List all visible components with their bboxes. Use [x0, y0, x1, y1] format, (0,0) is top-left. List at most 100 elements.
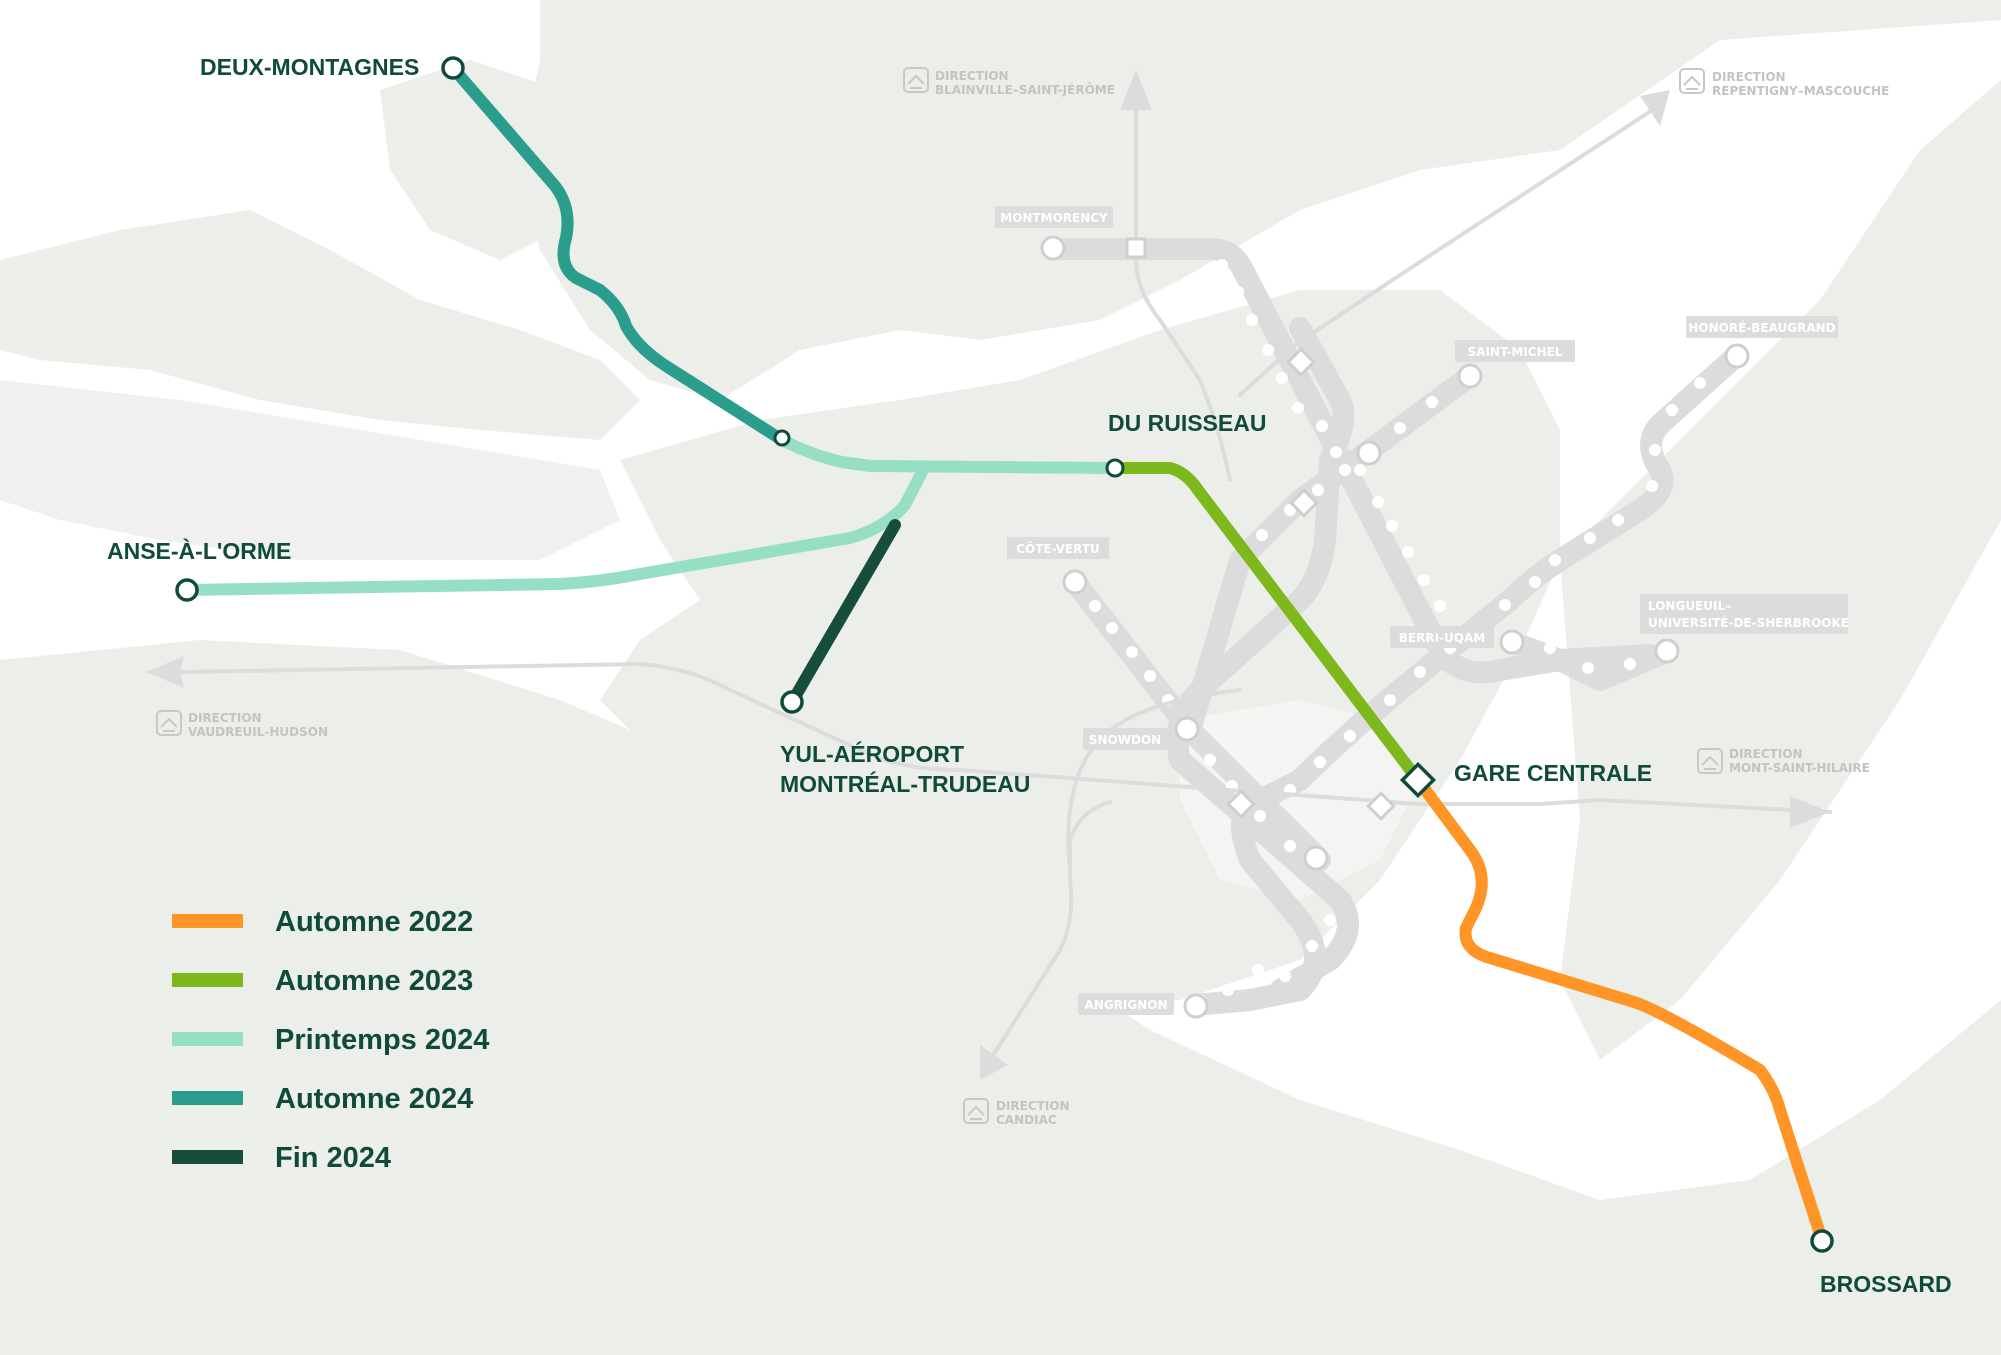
svg-text:ANGRIGNON: ANGRIGNON: [1084, 998, 1167, 1012]
train-icon: [1679, 68, 1705, 94]
station-label-brossard: BROSSARD: [1820, 1271, 1952, 1297]
svg-text:SAINT-MICHEL: SAINT-MICHEL: [1468, 345, 1563, 359]
legend-label: Fin 2024: [275, 1142, 391, 1174]
station-marker-intermediate: [773, 429, 791, 447]
rem-segment-fin-2024: [786, 519, 901, 708]
arrow-east-icon: [1790, 796, 1830, 828]
metro-station-dots: [1089, 259, 1706, 1006]
station-label-deux-montagnes: DEUX-MONTAGNES: [200, 54, 419, 80]
metro-label-angrignon: ANGRIGNON: [1078, 993, 1174, 1015]
svg-text:DIRECTION: DIRECTION: [935, 69, 1009, 83]
legend-swatch: [172, 973, 243, 987]
arrow-northeast-icon: [1640, 90, 1670, 126]
station-marker-gare-centrale: [1399, 761, 1437, 799]
line-to-blainville: [1134, 98, 1232, 482]
legend-item: Automne 2022: [172, 906, 473, 938]
svg-text:MONT-SAINT-HILAIRE: MONT-SAINT-HILAIRE: [1729, 761, 1870, 775]
svg-text:CANDIAC: CANDIAC: [996, 1113, 1057, 1127]
direction-blainville: DIRECTION BLAINVILLE–SAINT-JÉRÔME: [903, 67, 1115, 97]
station-marker-deux-montagnes: [441, 56, 465, 80]
metro-label-longueuil: LONGUEUIL– UNIVERSITÉ-DE-SHERBROOKE: [1640, 594, 1849, 634]
train-icon: [963, 1098, 989, 1124]
metro-terminal-snowdon: [1174, 716, 1200, 742]
transfer-square-3: [1289, 488, 1319, 518]
direction-labels: DIRECTION BLAINVILLE–SAINT-JÉRÔME DIRECT…: [156, 67, 1889, 1127]
legend-swatch: [172, 1091, 243, 1105]
direction-vaudreuil: DIRECTION VAUDREUIL-HUDSON: [156, 710, 328, 739]
metro-terminal-berri-uqam: [1499, 629, 1525, 655]
metro-terminal-montmorency: [1040, 235, 1066, 261]
legend-swatch: [172, 914, 243, 928]
direction-mont-saint-hilaire: DIRECTION MONT-SAINT-HILAIRE: [1697, 747, 1870, 775]
svg-text:CÔTE-VERTU: CÔTE-VERTU: [1016, 541, 1100, 556]
svg-text:DIRECTION: DIRECTION: [1712, 70, 1786, 84]
legend-item: Automne 2024: [172, 1083, 473, 1115]
direction-repentigny: DIRECTION REPENTIGNY–MASCOUCHE: [1679, 68, 1889, 98]
svg-text:MONTMORENCY: MONTMORENCY: [1000, 211, 1108, 225]
rem-lines: [180, 62, 1828, 1246]
metro-label-berri-uqam: BERRI-UQAM: [1390, 626, 1494, 648]
legend-swatch: [172, 1032, 243, 1046]
station-label-yul-line1: YUL-AÉROPORT: [780, 740, 964, 767]
svg-text:UNIVERSITÉ-DE-SHERBROOKE: UNIVERSITÉ-DE-SHERBROOKE: [1648, 615, 1849, 630]
transfer-square-1: [1125, 237, 1147, 259]
metro-labels: MONTMORENCY SAINT-MICHEL HONORÉ-BEAUGRAN…: [995, 206, 1849, 1015]
station-marker-yul: [780, 690, 804, 714]
svg-text:LONGUEUIL–: LONGUEUIL–: [1648, 599, 1731, 613]
train-icon: [156, 710, 182, 736]
metro-terminal-saint-michel: [1457, 363, 1483, 389]
rem-segment-printemps-2024-main: [776, 434, 1121, 474]
line-to-candiac: [988, 800, 1112, 1062]
direction-arrows: [146, 70, 1830, 1080]
metro-label-snowdon: SNOWDON: [1083, 728, 1167, 750]
line-to-repentigny: [1238, 103, 1662, 397]
station-label-anse-a-lorme: ANSE-À-L'ORME: [107, 537, 291, 564]
metro-label-cote-vertu: CÔTE-VERTU: [1007, 537, 1109, 559]
svg-text:BLAINVILLE–SAINT-JÉRÔME: BLAINVILLE–SAINT-JÉRÔME: [935, 82, 1115, 97]
metro-line-green: [1184, 346, 1746, 1016]
arrow-north-icon: [1120, 70, 1152, 110]
metro-label-honore-beaugrand: HONORÉ-BEAUGRAND: [1686, 316, 1838, 338]
svg-text:REPENTIGNY–MASCOUCHE: REPENTIGNY–MASCOUCHE: [1712, 84, 1889, 98]
rem-segment-automne-2023: [1109, 462, 1424, 786]
metro-station-jean-talon: [1356, 440, 1382, 466]
direction-candiac: DIRECTION CANDIAC: [963, 1098, 1070, 1127]
legend-label: Printemps 2024: [275, 1024, 489, 1056]
svg-text:SNOWDON: SNOWDON: [1089, 733, 1161, 747]
svg-text:DIRECTION: DIRECTION: [188, 711, 262, 725]
svg-text:DIRECTION: DIRECTION: [996, 1099, 1070, 1113]
legend-swatch: [172, 1150, 243, 1164]
metro-line-orange-west: [1166, 317, 1359, 1001]
svg-text:BERRI-UQAM: BERRI-UQAM: [1399, 631, 1485, 645]
train-icon: [903, 67, 929, 93]
station-label-du-ruisseau: DU RUISSEAU: [1108, 410, 1266, 436]
rem-segment-automne-2022: [1412, 774, 1828, 1246]
legend-label: Automne 2024: [275, 1083, 473, 1115]
arrow-southwest-icon: [980, 1045, 1008, 1080]
legend-item: Fin 2024: [172, 1142, 391, 1174]
train-icon: [1697, 748, 1723, 774]
metro-label-saint-michel: SAINT-MICHEL: [1455, 340, 1575, 362]
station-marker-brossard: [1810, 1229, 1834, 1253]
station-label-yul-line2: MONTRÉAL-TRUDEAU: [780, 770, 1030, 797]
legend-item: Automne 2023: [172, 965, 473, 997]
metro-station-lionel-groulx: [1303, 845, 1329, 871]
transfer-square-5: [1366, 791, 1396, 821]
legend-label: Automne 2023: [275, 965, 473, 997]
station-marker-anse-a-lorme: [175, 578, 199, 602]
metro-terminal-honore-beaugrand: [1724, 343, 1750, 369]
line-to-vaudreuil: [178, 661, 1420, 806]
metro-terminal-angrignon: [1183, 993, 1209, 1019]
metro-terminals: [1040, 235, 1750, 1019]
metro-terminal-cote-vertu: [1062, 569, 1088, 595]
station-label-gare-centrale: GARE CENTRALE: [1454, 760, 1652, 786]
arrow-west-icon: [146, 656, 184, 688]
svg-text:HONORÉ-BEAUGRAND: HONORÉ-BEAUGRAND: [1688, 320, 1835, 335]
legend-label: Automne 2022: [275, 906, 473, 938]
rem-station-labels: DEUX-MONTAGNES ANSE-À-L'ORME DU RUISSEAU…: [107, 54, 1952, 1297]
transfer-square-2: [1286, 347, 1316, 377]
svg-text:VAUDREUIL-HUDSON: VAUDREUIL-HUDSON: [188, 725, 328, 739]
legend-item: Printemps 2024: [172, 1024, 489, 1056]
